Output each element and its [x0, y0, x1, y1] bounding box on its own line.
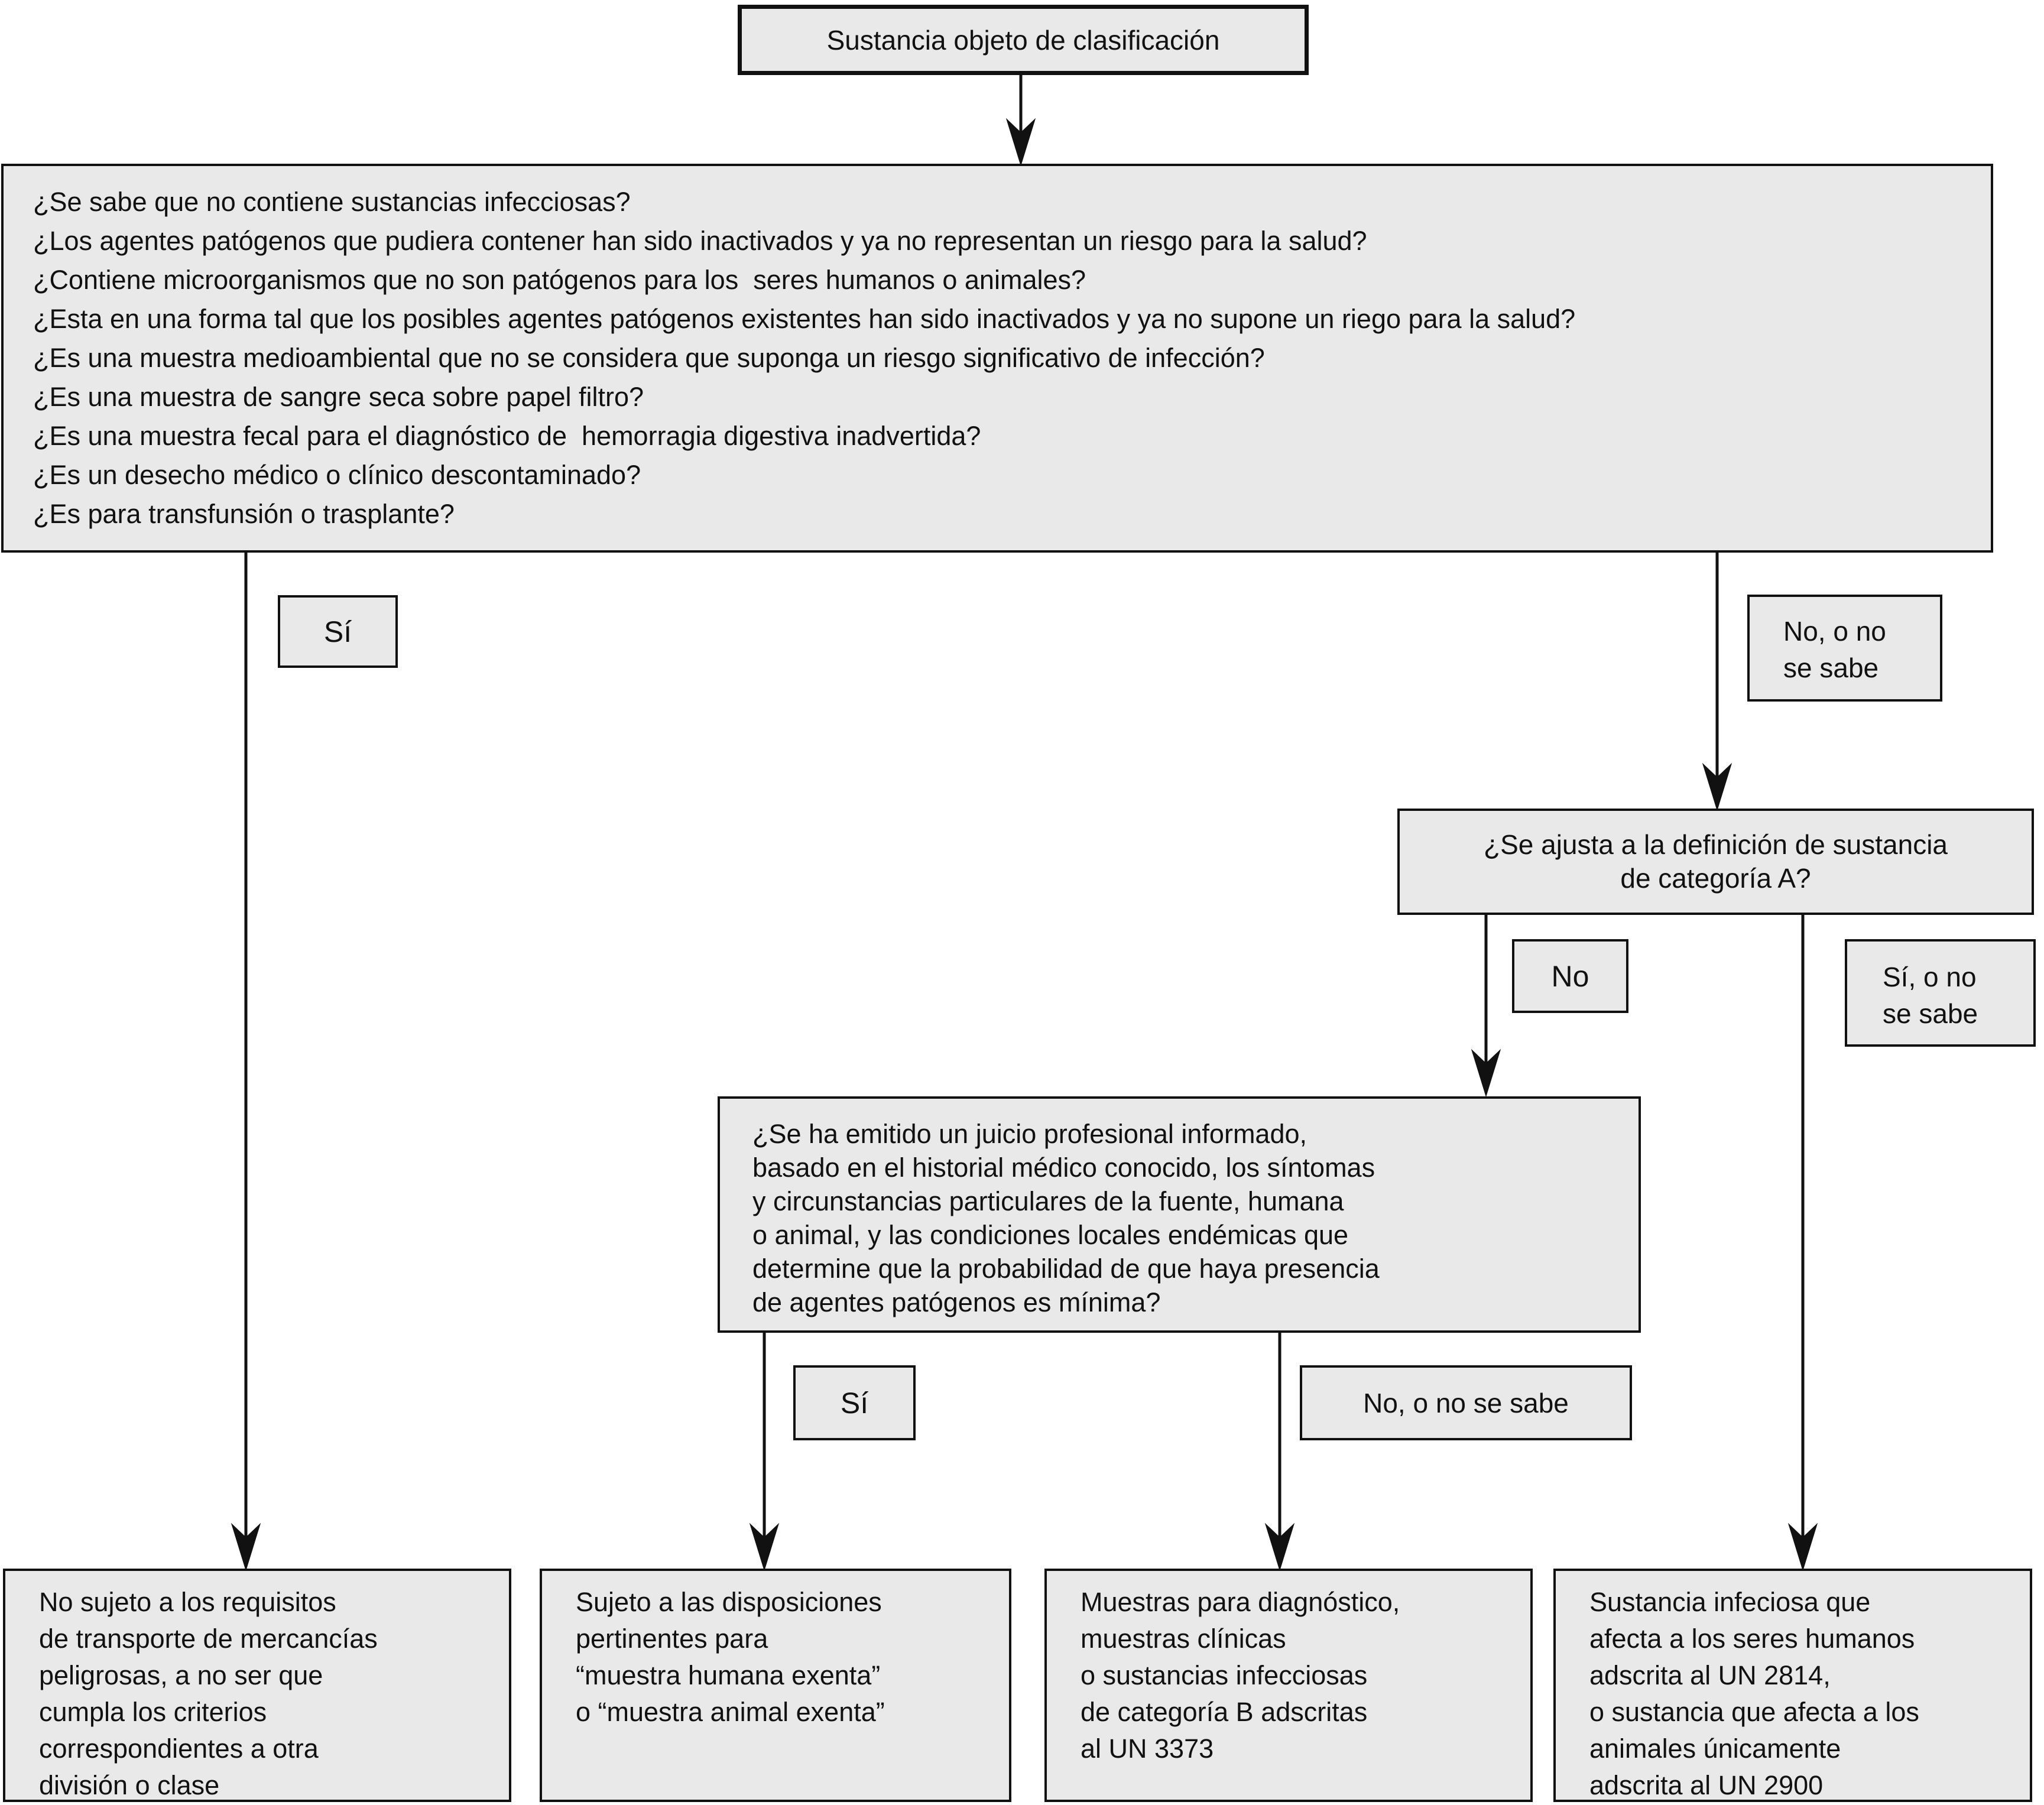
yes-unknown-label-line: Sí, o no: [1883, 962, 1977, 992]
outcome-line: Muestras para diagnóstico,: [1081, 1587, 1400, 1617]
judgement-line: y circunstancias particulares de la fuen…: [752, 1186, 1344, 1216]
outcome-line: al UN 3373: [1081, 1733, 1214, 1764]
outcome-line: adscrita al UN 2814,: [1589, 1660, 1831, 1690]
outcome-line: afecta a los seres humanos: [1589, 1624, 1915, 1654]
outcome-line: división o clase: [39, 1770, 220, 1800]
arrow-start-to-questions: [1005, 75, 1036, 167]
outcome-line: Sujeto a las disposiciones: [576, 1587, 882, 1617]
no-unknown-label: No, o no se sabe: [1363, 1387, 1569, 1418]
arrow-judgement-to-exempt: [749, 1333, 780, 1572]
no-unknown-label-box-2: No, o no se sabe: [1300, 1365, 1632, 1440]
outcome-line: peligrosas, a no ser que: [39, 1660, 323, 1690]
judgement-line: ¿Se ha emitido un juicio profesional inf…: [752, 1119, 1307, 1149]
outcome-line: o sustancia que afecta a los: [1589, 1697, 1919, 1727]
category-a-question-line: ¿Se ajusta a la definición de sustancia: [1483, 829, 1948, 860]
arrow-questions-to-category-a-question: [1702, 553, 1732, 811]
outcome-line: cumpla los criterios: [39, 1697, 267, 1727]
judgement-line: basado en el historial médico conocido, …: [752, 1153, 1375, 1183]
judgement-line: o animal, y las condiciones locales endé…: [752, 1220, 1349, 1250]
outcome-line: adscrita al UN 2900: [1589, 1770, 1824, 1800]
no-unknown-label-box-1: No, o no se sabe: [1747, 595, 1942, 702]
question-line: ¿Se sabe que no contiene sustancias infe…: [33, 187, 631, 217]
question-line: ¿Es un desecho médico o clínico desconta…: [33, 460, 641, 490]
outcome-line: animales únicamente: [1589, 1733, 1841, 1764]
yes-label-box-1: Sí: [278, 595, 398, 668]
outcome-line: “muestra humana exenta”: [576, 1660, 881, 1690]
outcome-line: de transporte de mercancías: [39, 1624, 378, 1654]
outcome-line: correspondientes a otra: [39, 1733, 319, 1764]
question-line: ¿Es para transfunsión o trasplante?: [33, 499, 455, 529]
judgement-line: de agentes patógenos es mínima?: [752, 1287, 1161, 1317]
arrow-questions-to-not-subject: [231, 553, 261, 1572]
no-label-box: No: [1512, 939, 1628, 1013]
question-line: ¿Contiene microorganismos que no son pat…: [33, 265, 1086, 295]
arrow-judgement-to-un3373: [1264, 1333, 1295, 1572]
outcome-line: de categoría B adscritas: [1081, 1697, 1368, 1727]
outcome-line: No sujeto a los requisitos: [39, 1587, 336, 1617]
category-a-question-box: ¿Se ajusta a la definición de sustancia …: [1397, 809, 2034, 915]
yes-label-box-2: Sí: [793, 1365, 916, 1440]
outcome-category-a-box: Sustancia infeciosa que afecta a los ser…: [1553, 1569, 2032, 1802]
yes-unknown-label-box: Sí, o no se sabe: [1845, 939, 2036, 1047]
category-a-question-line: de categoría A?: [1620, 863, 1811, 894]
outcome-line: muestras clínicas: [1081, 1624, 1286, 1654]
no-unknown-label-line: se sabe: [1783, 652, 1879, 683]
outcome-category-b-box: Muestras para diagnóstico, muestras clín…: [1044, 1569, 1533, 1802]
outcome-line: Sustancia infeciosa que: [1589, 1587, 1871, 1617]
exemption-questions-box: ¿Se sabe que no contiene sustancias infe…: [1, 164, 1993, 553]
question-line: ¿Es una muestra medioambiental que no se…: [33, 343, 1265, 373]
arrow-category-a-to-judgement: [1471, 915, 1501, 1098]
yes-label: Sí: [840, 1386, 869, 1420]
start-box-label: Sustancia objeto de clasificación: [826, 24, 1220, 56]
category-a-question-lines: ¿Se ajusta a la definición de sustancia …: [1484, 828, 1948, 895]
yes-unknown-label-line: se sabe: [1883, 998, 1978, 1029]
arrow-category-a-to-un2814: [1787, 915, 1818, 1572]
professional-judgement-box: ¿Se ha emitido un juicio profesional inf…: [718, 1096, 1641, 1333]
question-line: ¿Es una muestra de sangre seca sobre pap…: [33, 382, 644, 412]
outcome-not-subject-box: No sujeto a los requisitos de transporte…: [3, 1569, 511, 1802]
judgement-line: determine que la probabilidad de que hay…: [752, 1254, 1380, 1284]
yes-label: Sí: [323, 615, 352, 648]
question-line: ¿Esta en una forma tal que los posibles …: [33, 304, 1576, 334]
question-line: ¿Es una muestra fecal para el diagnóstic…: [33, 421, 981, 451]
start-box: Sustancia objeto de clasificación: [738, 5, 1309, 75]
outcome-line: o “muestra animal exenta”: [576, 1697, 885, 1727]
no-label: No: [1551, 959, 1589, 993]
outcome-exempt-specimen-box: Sujeto a las disposiciones pertinentes p…: [540, 1569, 1011, 1802]
no-unknown-label-line: No, o no: [1783, 616, 1886, 647]
outcome-line: pertinentes para: [576, 1624, 768, 1654]
outcome-line: o sustancias infecciosas: [1081, 1660, 1368, 1690]
question-line: ¿Los agentes patógenos que pudiera conte…: [33, 226, 1367, 256]
